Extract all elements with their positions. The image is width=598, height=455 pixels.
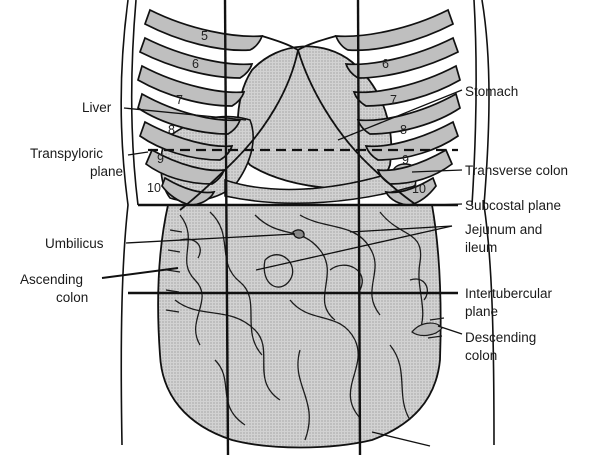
labels-left: Liver Transpyloric plane Umbilicus Ascen… [20,100,123,305]
label-transpyloric-plane: plane [90,164,123,179]
rib-number: 9 [402,153,409,167]
rib-number: 10 [147,181,161,195]
rib-number: 6 [192,57,199,71]
rib-number: 8 [168,123,175,137]
rib-number: 8 [400,123,407,137]
label-descending: Descending [465,330,536,345]
label-descending-colon: colon [465,348,497,363]
label-liver: Liver [82,100,112,115]
label-umbilicus: Umbilicus [45,236,104,251]
rib-number: 7 [176,93,183,107]
rib-number: 9 [157,152,164,166]
label-stomach: Stomach [465,84,518,99]
label-intertubercular: Intertubercular [465,286,553,301]
label-subcostal-plane: Subcostal plane [465,198,561,213]
rib-number: 6 [382,57,389,71]
label-transpyloric: Transpyloric [30,146,103,161]
label-ascending: Ascending [20,272,83,287]
rib-number: 5 [201,29,208,43]
label-jejunum-ileum: ileum [465,240,497,255]
label-jejunum: Jejunum and [465,222,542,237]
label-ascending-colon: colon [56,290,88,305]
label-intertubercular-plane: plane [465,304,498,319]
rib-number: 10 [412,182,426,196]
labels-right: Stomach Transverse colon Subcostal plane… [465,84,568,363]
rib-number: 7 [390,93,397,107]
label-transverse-colon: Transverse colon [465,163,568,178]
abdominal-cavity [158,205,441,448]
